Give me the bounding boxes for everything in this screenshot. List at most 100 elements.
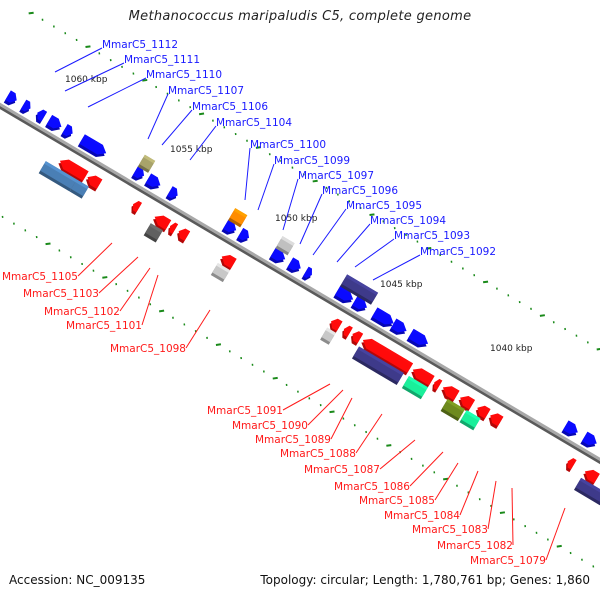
gene-label-reverse[interactable]: MmarC5_1098	[110, 343, 186, 355]
forward-gene[interactable]	[236, 228, 252, 245]
leader-line	[299, 193, 323, 245]
reverse-gene-long[interactable]	[38, 161, 77, 192]
gene-label-reverse[interactable]: MmarC5_1079	[470, 555, 546, 567]
accession-text: Accession: NC_009135	[9, 573, 146, 587]
gene-label-forward[interactable]: MmarC5_1092	[420, 246, 496, 258]
reverse-gene[interactable]	[327, 316, 343, 334]
gene-label-forward[interactable]: MmarC5_1112	[102, 39, 178, 51]
reverse-gene-long[interactable]	[573, 477, 600, 506]
forward-gene[interactable]	[580, 431, 599, 451]
gene-label-reverse[interactable]: MmarC5_1087	[304, 464, 380, 476]
forward-gene[interactable]	[77, 134, 109, 160]
reverse-gene[interactable]	[83, 172, 103, 192]
gene-label-forward[interactable]: MmarC5_1110	[146, 69, 222, 81]
forward-gene[interactable]	[60, 124, 76, 141]
reverse-gene[interactable]	[430, 378, 443, 393]
label-leaders	[54, 47, 566, 561]
gene-label-forward[interactable]: MmarC5_1094	[370, 215, 446, 227]
forward-gene[interactable]	[389, 318, 409, 339]
gene-label-reverse[interactable]: MmarC5_1085	[359, 495, 435, 507]
leader-line	[161, 109, 193, 146]
major-tick	[499, 511, 506, 514]
gene-label-reverse[interactable]: MmarC5_1082	[437, 540, 513, 552]
reverse-gene[interactable]	[563, 457, 577, 473]
reverse-gene[interactable]	[348, 329, 364, 346]
forward-gene-rna[interactable]	[228, 208, 248, 228]
reverse-gene[interactable]	[69, 179, 89, 199]
gene-label-reverse[interactable]: MmarC5_1083	[412, 524, 488, 536]
forward-gene[interactable]	[333, 285, 356, 307]
forward-gene[interactable]	[370, 307, 396, 330]
forward-gene[interactable]	[286, 257, 303, 276]
reverse-gene-rna[interactable]	[401, 376, 428, 400]
reverse-gene-pseudo[interactable]	[440, 398, 465, 422]
leader-line	[336, 223, 371, 263]
leader-line	[64, 62, 125, 92]
gene-label-reverse[interactable]: MmarC5_1089	[255, 434, 331, 446]
forward-gene[interactable]	[45, 114, 64, 134]
reverse-gene-other[interactable]	[320, 327, 336, 345]
gene-label-reverse[interactable]: MmarC5_1090	[232, 420, 308, 432]
gene-label-reverse[interactable]: MmarC5_1103	[23, 288, 99, 300]
gene-label-forward[interactable]: MmarC5_1093	[394, 230, 470, 242]
reverse-gene[interactable]	[439, 383, 460, 403]
gene-label-forward[interactable]: MmarC5_1099	[274, 155, 350, 167]
reverse-gene-long[interactable]	[351, 346, 404, 386]
reverse-gene[interactable]	[581, 467, 600, 486]
forward-gene[interactable]	[301, 266, 315, 283]
major-tick	[329, 410, 335, 414]
gene-label-reverse[interactable]: MmarC5_1086	[334, 481, 410, 493]
gene-label-reverse[interactable]: MmarC5_1088	[280, 448, 356, 460]
gene-label-reverse[interactable]: MmarC5_1084	[384, 510, 460, 522]
reverse-gene[interactable]	[359, 335, 414, 376]
major-tick	[369, 213, 375, 217]
reverse-gene-other[interactable]	[143, 223, 163, 243]
scale-label: 1060 kbp	[65, 75, 108, 85]
scale-label: 1040 kbp	[490, 344, 533, 354]
forward-gene[interactable]	[131, 165, 147, 183]
leader-line	[487, 480, 497, 530]
gene-label-forward[interactable]: MmarC5_1097	[298, 170, 374, 182]
forward-gene[interactable]	[406, 328, 431, 351]
forward-gene[interactable]	[165, 186, 181, 203]
gene-label-reverse[interactable]: MmarC5_1091	[207, 405, 283, 417]
forward-gene[interactable]	[561, 420, 580, 439]
reverse-gene[interactable]	[129, 199, 142, 215]
reverse-gene-other[interactable]	[210, 262, 230, 283]
reverse-gene[interactable]	[340, 324, 353, 340]
gene-label-forward[interactable]: MmarC5_1096	[322, 185, 398, 197]
gene-label-reverse[interactable]: MmarC5_1101	[66, 320, 142, 332]
forward-gene[interactable]	[144, 173, 163, 193]
gene-label-forward[interactable]: MmarC5_1095	[346, 200, 422, 212]
major-tick	[102, 276, 108, 279]
major-tick	[45, 242, 51, 246]
gene-label-forward[interactable]: MmarC5_1106	[192, 101, 268, 113]
leader-line	[354, 238, 395, 268]
gene-label-forward[interactable]: MmarC5_1100	[250, 139, 326, 151]
major-tick	[443, 477, 449, 481]
forward-gene[interactable]	[3, 90, 20, 108]
gene-label-forward[interactable]: MmarC5_1107	[168, 85, 244, 97]
reverse-gene-rna[interactable]	[459, 410, 481, 431]
reverse-gene[interactable]	[56, 156, 89, 184]
gene-label-reverse[interactable]: MmarC5_1102	[44, 306, 120, 318]
gene-label-forward[interactable]: MmarC5_1111	[124, 54, 200, 66]
forward-gene-other[interactable]	[275, 236, 295, 256]
map-title: Methanococcus maripaludis C5, complete g…	[128, 9, 472, 24]
scale-label: 1045 kbp	[380, 280, 423, 290]
reverse-gene[interactable]	[166, 221, 179, 237]
forward-gene-long[interactable]	[340, 274, 379, 305]
forward-gene-pseudo[interactable]	[137, 154, 156, 173]
reverse-gene[interactable]	[408, 365, 435, 389]
leader-line	[257, 163, 275, 211]
reverse-gene[interactable]	[174, 226, 191, 244]
forward-gene[interactable]	[19, 99, 33, 116]
major-tick	[272, 376, 278, 380]
leader-line	[545, 507, 566, 561]
reverse-gene[interactable]	[150, 212, 172, 233]
gene-label-forward[interactable]: MmarC5_1104	[216, 117, 292, 129]
reverse-gene[interactable]	[486, 411, 504, 429]
gene-label-reverse[interactable]: MmarC5_1105	[2, 271, 78, 283]
leader-line	[379, 439, 416, 470]
forward-gene[interactable]	[33, 108, 48, 124]
